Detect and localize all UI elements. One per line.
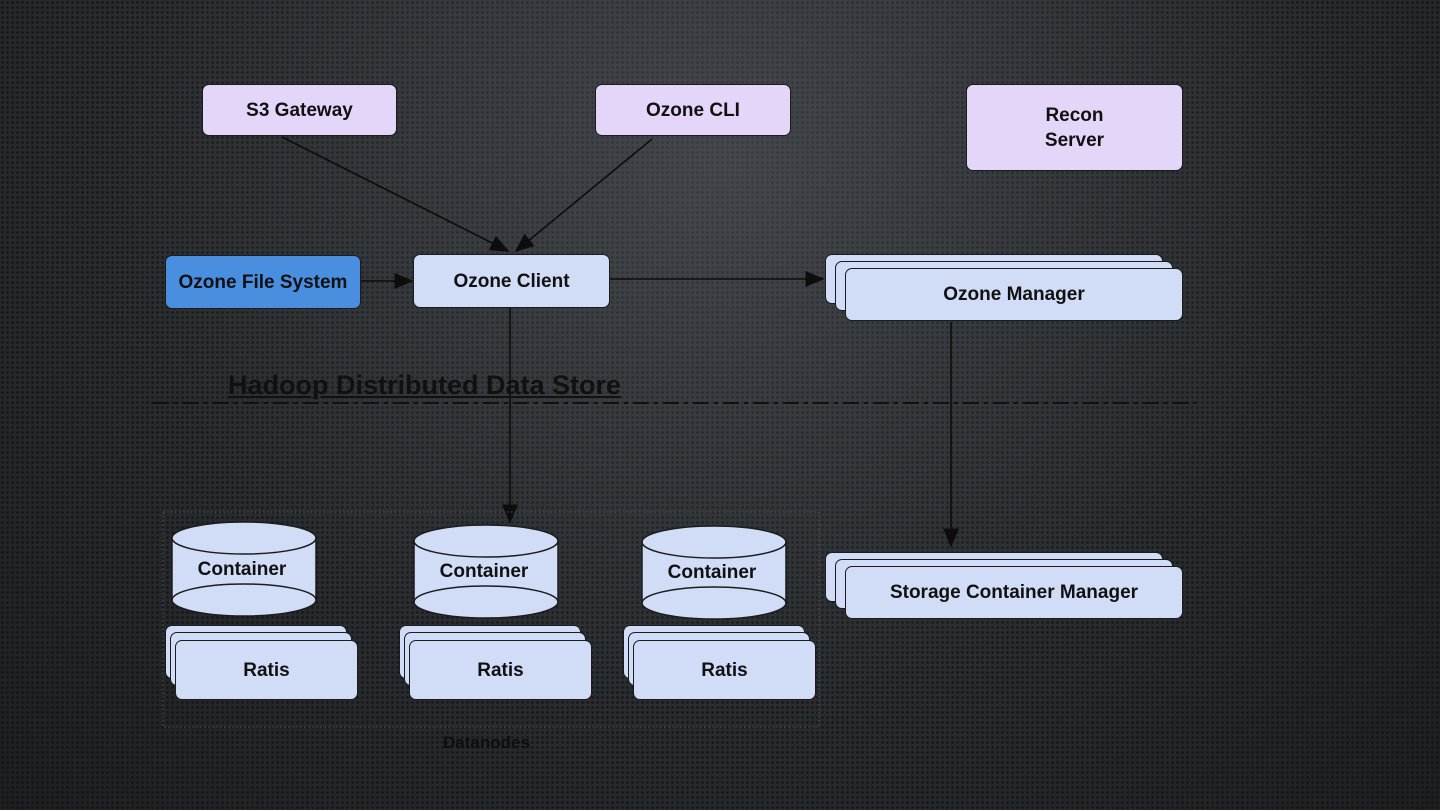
ozone-manager-label: Ozone Manager xyxy=(943,284,1085,305)
ratis-node-3: Ratis xyxy=(633,640,816,700)
datanodes-frame xyxy=(162,511,820,728)
ozone-cli-label: Ozone CLI xyxy=(646,99,740,121)
ozone-client-label: Ozone Client xyxy=(453,270,570,292)
container-label-1: Container xyxy=(197,559,287,580)
storage-container-manager-label: Storage Container Manager xyxy=(889,582,1139,603)
edge-s3-to-client xyxy=(281,136,510,252)
ozone-manager-node: Ozone Manager xyxy=(845,268,1183,321)
container-cylinder-2 xyxy=(413,524,559,619)
container-cylinder-1 xyxy=(171,521,317,617)
s3-gateway-label: S3 Gateway xyxy=(246,99,353,121)
ratis-node-2: Ratis xyxy=(409,640,592,700)
container-label-3: Container xyxy=(667,562,757,583)
ozone-cli-node: Ozone CLI xyxy=(595,84,791,136)
ratis-node-1: Ratis xyxy=(175,640,358,700)
ozone-file-system-node: Ozone File System xyxy=(165,255,361,309)
datanodes-label: Datanodes xyxy=(443,733,530,752)
ratis-label-1: Ratis xyxy=(243,659,290,681)
recon-server-label-line1: Recon xyxy=(1045,104,1104,126)
s3-gateway-node: S3 Gateway xyxy=(202,84,397,136)
boundary-label: Hadoop Distributed Data Store xyxy=(228,370,622,400)
ratis-label-3: Ratis xyxy=(701,659,748,681)
storage-container-manager-node: Storage Container Manager xyxy=(845,566,1183,619)
container-label-2: Container xyxy=(439,561,529,582)
ozone-client-node: Ozone Client xyxy=(413,254,610,308)
edge-cli-to-client xyxy=(514,138,653,253)
ratis-label-2: Ratis xyxy=(477,659,524,681)
ozone-file-system-label: Ozone File System xyxy=(178,271,348,293)
recon-server-label-line2: Server xyxy=(1044,129,1105,151)
recon-server-node: Recon Server xyxy=(966,84,1183,171)
container-cylinder-3 xyxy=(641,525,787,620)
